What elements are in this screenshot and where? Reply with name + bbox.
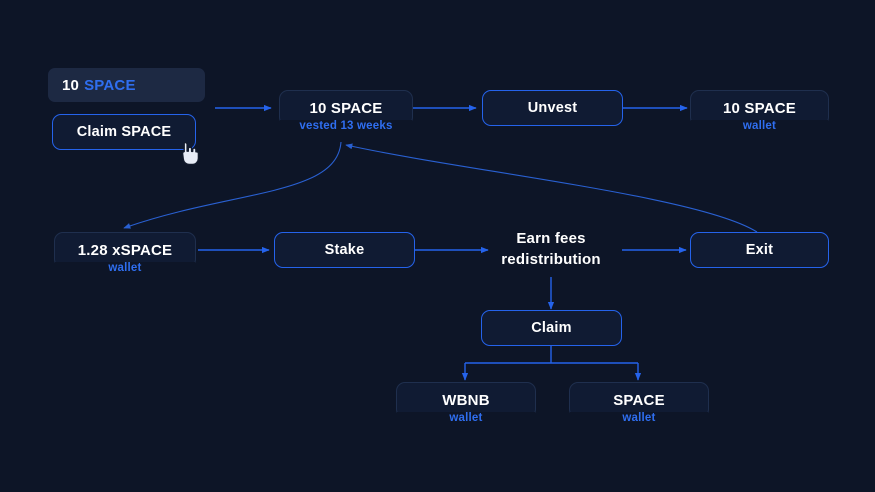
earn-fees-line2: redistribution (501, 251, 601, 268)
claim-space-button[interactable]: Claim SPACE (52, 114, 196, 150)
space-wallet-caption: wallet (691, 120, 828, 132)
balance-amount: 10 (62, 76, 80, 94)
balance-token: SPACE (84, 76, 136, 94)
space-reward-wallet-label: SPACE (613, 391, 665, 409)
earn-fees-line1: Earn fees (516, 230, 586, 247)
claim-button-label: Claim (531, 320, 572, 336)
vested-space-label: 10 SPACE (309, 99, 383, 117)
unvest-button[interactable]: Unvest (482, 90, 623, 126)
space-reward-wallet-caption: wallet (570, 412, 708, 424)
claim-space-button-label: Claim SPACE (76, 124, 172, 140)
space-reward-wallet-box: SPACE wallet (569, 382, 709, 424)
wbnb-wallet-label: WBNB (442, 391, 490, 409)
earn-fees-redistribution-text: Earn fees redistribution (481, 228, 621, 270)
claim-button[interactable]: Claim (481, 310, 622, 346)
wbnb-wallet-box: WBNB wallet (396, 382, 536, 424)
exit-button[interactable]: Exit (690, 232, 829, 268)
stake-button[interactable]: Stake (274, 232, 415, 268)
xspace-wallet-box: 1.28 xSPACE wallet (54, 232, 196, 274)
xspace-wallet-caption: wallet (55, 262, 195, 274)
vested-space-caption: vested 13 weeks (280, 120, 412, 132)
space-wallet-label: 10 SPACE (722, 99, 797, 117)
space-balance-pill: 10 SPACE (48, 68, 205, 102)
unvest-button-label: Unvest (527, 100, 578, 116)
space-wallet-box: 10 SPACE wallet (690, 90, 829, 132)
xspace-wallet-label: 1.28 xSPACE (77, 241, 173, 259)
wire-vested-to-xspace-curve (123, 141, 342, 229)
exit-button-label: Exit (745, 242, 774, 258)
wbnb-wallet-caption: wallet (397, 412, 535, 424)
stake-button-label: Stake (324, 242, 365, 258)
wire-exit-to-vested-curve (345, 143, 758, 233)
vested-space-box: 10 SPACE vested 13 weeks (279, 90, 413, 132)
